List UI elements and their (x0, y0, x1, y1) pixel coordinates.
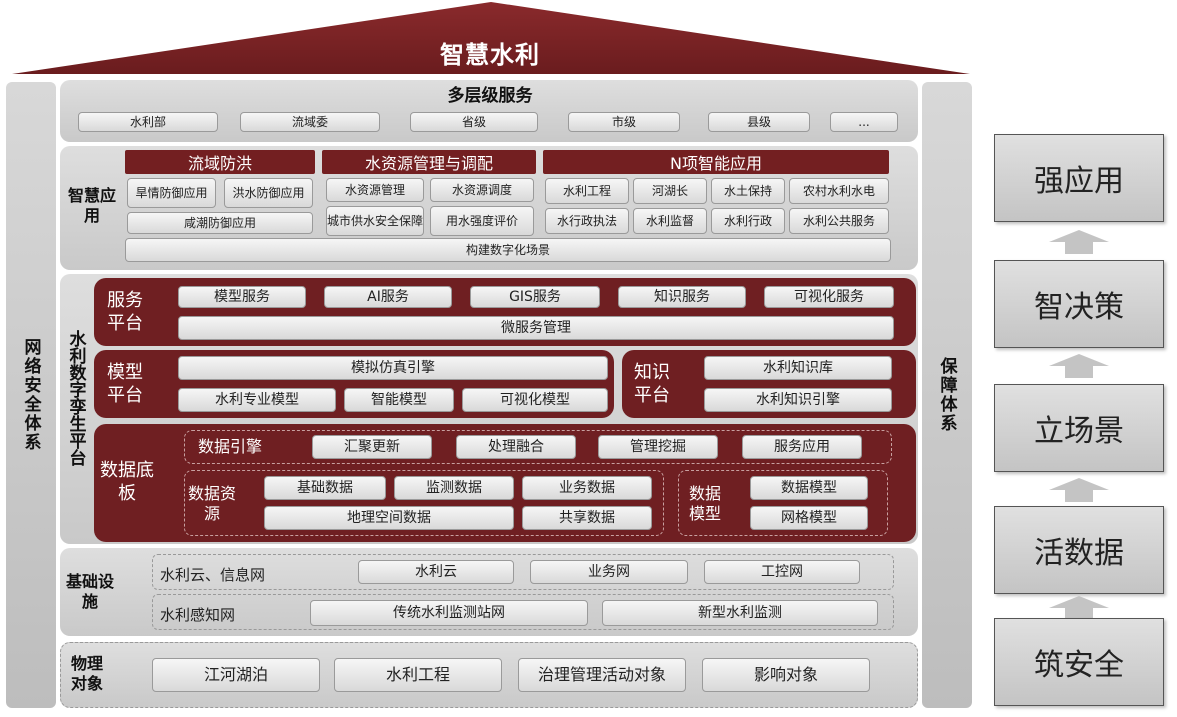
n-apps-header: N项智能应用 (543, 150, 889, 174)
data-engine-group (184, 430, 892, 464)
impact-objects[interactable]: 影响对象 (702, 658, 870, 692)
knowledge-engine[interactable]: 水利知识引擎 (704, 388, 892, 412)
knowledge-platform-label: 知识平台 (634, 362, 670, 406)
smart-apps-label: 智慧应用 (67, 186, 116, 225)
water-intensity-eval[interactable]: 用水强度评价 (430, 206, 534, 236)
shared-data[interactable]: 共享数据 (522, 506, 652, 530)
step-smart-decision: 智决策 (994, 260, 1164, 348)
monitoring-data[interactable]: 监测数据 (394, 476, 514, 500)
microservice-mgmt[interactable]: 微服务管理 (178, 316, 894, 340)
water-cloud[interactable]: 水利云 (358, 560, 514, 584)
step-build-scene: 立场景 (994, 384, 1164, 472)
app-rural-hydro[interactable]: 农村水利水电 (789, 178, 889, 204)
app-public-service[interactable]: 水利公共服务 (789, 208, 889, 234)
intelligent-model[interactable]: 智能模型 (344, 388, 454, 412)
manage-mine[interactable]: 管理挖掘 (598, 435, 718, 459)
app-water-engineering[interactable]: 水利工程 (545, 178, 629, 204)
up-arrow-icon (1049, 478, 1109, 502)
governance-objects[interactable]: 治理管理活动对象 (518, 658, 686, 692)
saltwater-defense-app[interactable]: 咸潮防御应用 (127, 212, 313, 234)
data-model-group (678, 470, 888, 536)
data-model-label: 数据模型 (688, 484, 721, 523)
ai-service[interactable]: AI服务 (324, 286, 452, 308)
basic-data[interactable]: 基础数据 (264, 476, 386, 500)
water-resource-mgmt[interactable]: 水资源管理 (326, 178, 424, 202)
gis-service[interactable]: GIS服务 (470, 286, 600, 308)
data-engine-label: 数据引擎 (197, 437, 262, 456)
data-model[interactable]: 数据模型 (750, 476, 868, 500)
page-title: 智慧水利 (440, 41, 540, 69)
new-monitoring[interactable]: 新型水利监测 (602, 600, 878, 626)
hydro-professional-model[interactable]: 水利专业模型 (178, 388, 336, 412)
service-item-county[interactable]: 县级 (708, 112, 810, 132)
infra-row1-group (152, 554, 894, 590)
simulation-engine[interactable]: 模拟仿真引擎 (178, 356, 608, 380)
app-administration[interactable]: 水利行政 (711, 208, 785, 234)
geospatial-data[interactable]: 地理空间数据 (264, 506, 514, 530)
knowledge-service[interactable]: 知识服务 (618, 286, 746, 308)
step-strong-application: 强应用 (994, 134, 1164, 222)
twin-platform-label-box: 水利数字孪生平台 (64, 330, 88, 500)
infra-row1-label: 水利云、信息网 (160, 566, 266, 584)
water-engineering[interactable]: 水利工程 (334, 658, 502, 692)
infra-row2-label: 水利感知网 (160, 606, 236, 624)
service-item-more[interactable]: ... (830, 112, 898, 132)
service-platform-label: 服务平台 (107, 290, 143, 334)
data-resource-label: 数据资源 (188, 484, 237, 523)
visualization-model[interactable]: 可视化模型 (462, 388, 608, 412)
infra-row2-group (152, 594, 894, 630)
business-data[interactable]: 业务数据 (522, 476, 652, 500)
business-network[interactable]: 业务网 (530, 560, 688, 584)
physical-label: 物理对象 (70, 654, 103, 693)
flood-header: 流域防洪 (125, 150, 315, 174)
model-service[interactable]: 模型服务 (178, 286, 306, 308)
app-law-enforcement[interactable]: 水行政执法 (545, 208, 629, 234)
aggregate-update[interactable]: 汇聚更新 (312, 435, 432, 459)
up-arrow-icon (1049, 354, 1109, 378)
service-item-basin[interactable]: 流域委 (240, 112, 380, 132)
knowledge-base[interactable]: 水利知识库 (704, 356, 892, 380)
process-fuse[interactable]: 处理融合 (456, 435, 576, 459)
network-security-pillar: 网络安全体系 (6, 82, 56, 708)
rivers-lakes[interactable]: 江河湖泊 (152, 658, 320, 692)
service-item-city[interactable]: 市级 (568, 112, 680, 132)
twin-platform-label: 水利数字孪生平台 (65, 330, 86, 466)
model-platform-label: 模型平台 (107, 362, 143, 406)
app-soil-conservation[interactable]: 水土保持 (711, 178, 785, 204)
roof-shape (12, 2, 970, 74)
up-arrow-icon (1049, 596, 1109, 620)
visualization-service[interactable]: 可视化服务 (764, 286, 894, 308)
services-title: 多层级服务 (447, 86, 533, 106)
step-build-security: 筑安全 (994, 618, 1164, 706)
network-security-label: 网络安全体系 (20, 338, 41, 452)
up-arrow-icon (1049, 230, 1109, 254)
control-network[interactable]: 工控网 (704, 560, 860, 584)
service-application[interactable]: 服务应用 (742, 435, 862, 459)
service-item-province[interactable]: 省级 (410, 112, 538, 132)
step-live-data: 活数据 (994, 506, 1164, 594)
urban-water-safety[interactable]: 城市供水安全保障 (326, 206, 424, 236)
guarantee-label: 保障体系 (936, 357, 957, 433)
digital-scene-bar[interactable]: 构建数字化场景 (125, 238, 891, 262)
data-resource-group (184, 470, 664, 536)
flood-defense-app[interactable]: 洪水防御应用 (224, 178, 313, 208)
drought-defense-app[interactable]: 旱情防御应用 (127, 178, 216, 208)
infra-label: 基础设施 (65, 572, 114, 611)
traditional-monitoring[interactable]: 传统水利监测站网 (310, 600, 588, 626)
grid-model[interactable]: 网格模型 (750, 506, 868, 530)
guarantee-pillar: 保障体系 (922, 82, 972, 708)
service-item-ministry[interactable]: 水利部 (78, 112, 218, 132)
app-supervision[interactable]: 水利监督 (633, 208, 707, 234)
water-resource-header: 水资源管理与调配 (322, 150, 536, 174)
data-base-label: 数据底板 (100, 460, 154, 504)
app-river-chief[interactable]: 河湖长 (633, 178, 707, 204)
water-resource-dispatch[interactable]: 水资源调度 (430, 178, 534, 202)
